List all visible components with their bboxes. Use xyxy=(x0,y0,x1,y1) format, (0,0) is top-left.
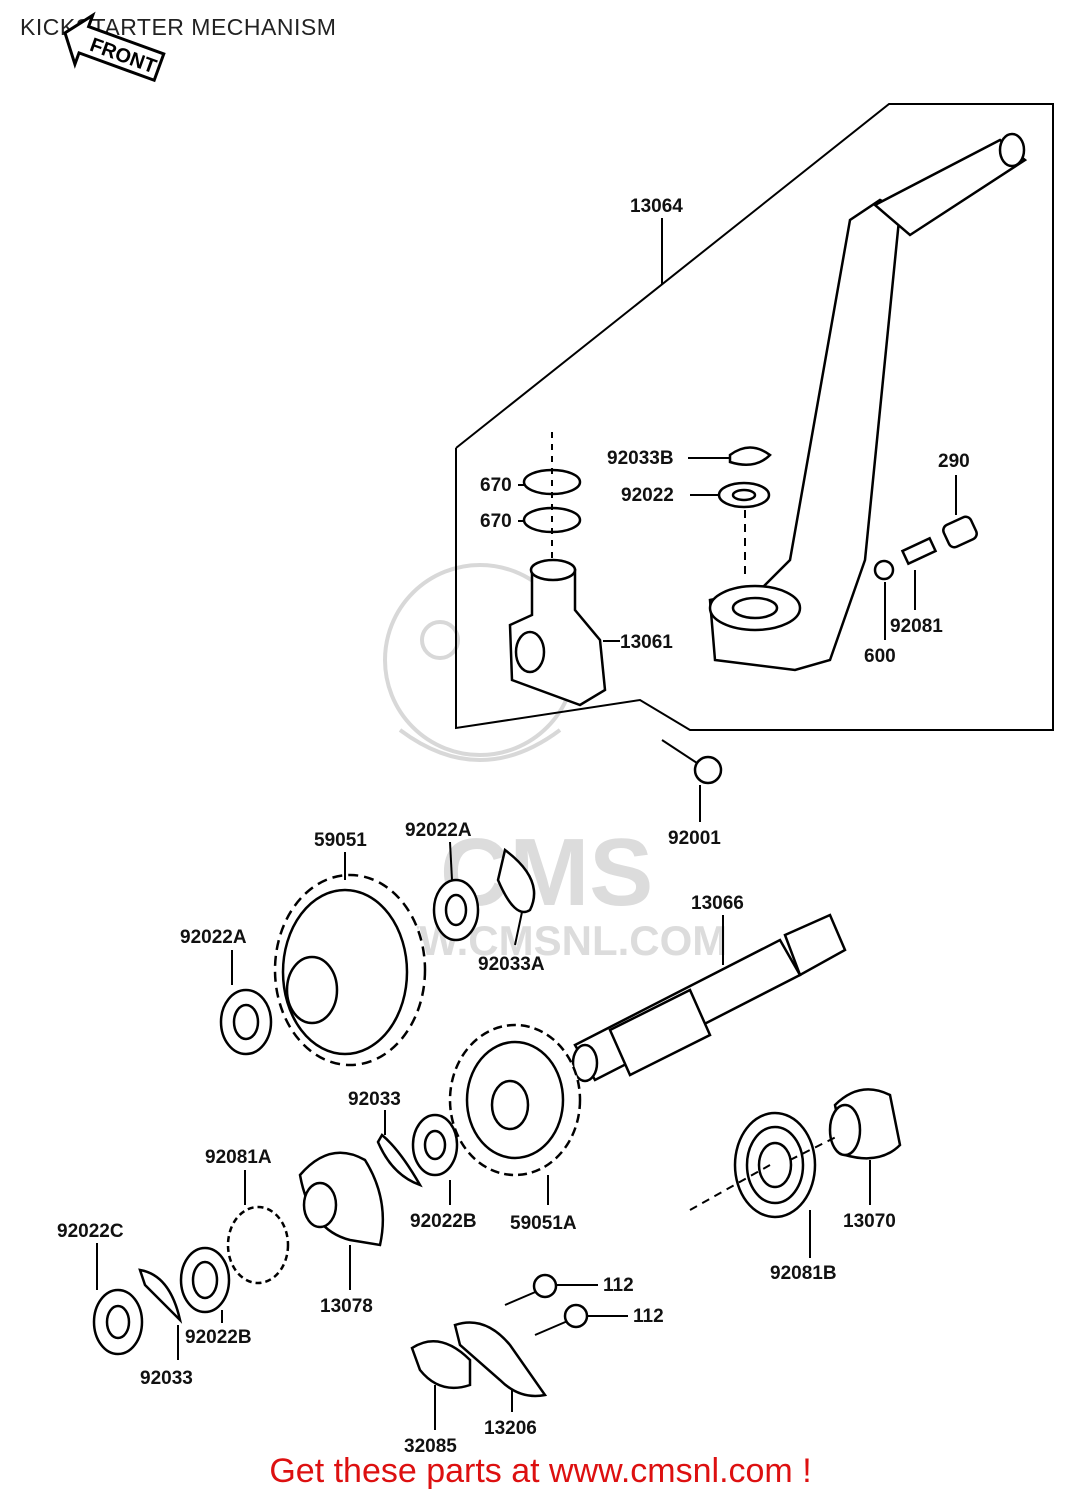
spring-92081 xyxy=(900,536,938,566)
label-92001: 92001 xyxy=(668,828,721,849)
label-112-upper: 112 xyxy=(603,1275,634,1296)
label-59051: 59051 xyxy=(314,830,367,851)
label-13078: 13078 xyxy=(320,1296,373,1317)
label-92022B-low: 92022B xyxy=(185,1327,252,1348)
leader-lines xyxy=(96,218,957,1430)
spring-92081B xyxy=(733,1111,817,1219)
label-92033B: 92033B xyxy=(607,448,674,469)
kick-shaft-end xyxy=(571,1043,599,1083)
circlip-92033B xyxy=(728,446,772,467)
gear-59051-hub xyxy=(285,955,339,1025)
kick-pedal-group-outline xyxy=(455,103,1054,731)
part-labels: 13064 92033B 92022 290 670 670 13061 920… xyxy=(57,196,970,1457)
ratchet-spline xyxy=(302,1181,338,1229)
label-92081A: 92081A xyxy=(205,1147,272,1168)
washer-92022C-hole xyxy=(105,1304,131,1340)
ball-600 xyxy=(873,559,895,581)
label-92022: 92022 xyxy=(621,485,674,506)
kick-shaft-13066 xyxy=(571,913,847,1083)
label-670-upper: 670 xyxy=(480,475,512,496)
washer-92022-hole xyxy=(731,488,757,502)
washer-92022A-top-hole xyxy=(444,893,468,927)
label-600: 600 xyxy=(864,646,896,667)
kick-shaft-splines xyxy=(608,988,712,1077)
label-92022C: 92022C xyxy=(57,1221,124,1242)
front-arrow: FRONT xyxy=(63,11,166,83)
label-92022A-top: 92022A xyxy=(405,820,472,841)
spring-guide-13070 xyxy=(828,1088,902,1160)
spring-92081A xyxy=(226,1205,290,1285)
watermark-mascot-mouth xyxy=(398,728,562,762)
label-59051A: 59051A xyxy=(510,1213,577,1234)
gear-59051 xyxy=(273,873,427,1067)
kick-pedal-grip xyxy=(872,138,1028,237)
circlip-92033A xyxy=(496,847,536,914)
label-290: 290 xyxy=(938,451,970,472)
label-92022A-left: 92022A xyxy=(180,927,247,948)
circlip-92033-low xyxy=(138,1268,183,1324)
kick-pedal-bore xyxy=(731,596,779,620)
circlip-92033-mid xyxy=(376,1133,423,1188)
label-92081: 92081 xyxy=(890,616,943,637)
label-92081B: 92081B xyxy=(770,1263,837,1284)
pedal-small-parts xyxy=(522,446,978,581)
label-112-lower: 112 xyxy=(633,1306,664,1327)
cap-290 xyxy=(942,515,978,549)
kick-shaft-lever-top xyxy=(529,558,577,582)
kick-shaft-lever-spline xyxy=(514,630,546,674)
label-92022B-mid: 92022B xyxy=(410,1211,477,1232)
kick-pedal-arm xyxy=(708,132,1028,672)
bolt-112-lower xyxy=(534,1303,589,1336)
gear-59051A-hub xyxy=(490,1079,530,1131)
label-670-lower: 670 xyxy=(480,511,512,532)
bolt-92001 xyxy=(661,739,723,785)
label-32085: 32085 xyxy=(404,1436,457,1457)
washer-92022B-low-hole xyxy=(191,1260,219,1300)
ratchet-13078 xyxy=(298,1151,385,1247)
label-92033A: 92033A xyxy=(478,954,545,975)
label-13066: 13066 xyxy=(691,893,744,914)
kick-pedal-grip-end xyxy=(998,132,1026,168)
spring-92081B-inner xyxy=(757,1141,793,1189)
label-13064: 13064 xyxy=(630,196,683,217)
washer-92022A-left-hole xyxy=(232,1003,260,1041)
label-92033-mid: 92033 xyxy=(348,1089,401,1110)
gear-59051A xyxy=(448,1023,582,1177)
label-13070: 13070 xyxy=(843,1211,896,1232)
label-13206: 13206 xyxy=(484,1418,537,1439)
spring-guide-bore xyxy=(828,1103,862,1157)
watermark-mascot-eye xyxy=(420,620,460,660)
plate-32085 xyxy=(410,1340,472,1390)
footer-link[interactable]: Get these parts at www.cmsnl.com ! xyxy=(269,1452,812,1490)
label-92033-low: 92033 xyxy=(140,1368,193,1389)
washer-92022B-mid-hole xyxy=(423,1129,447,1161)
label-13061: 13061 xyxy=(620,632,673,653)
kick-shaft-tip-splines xyxy=(783,913,847,977)
kick-shaft-lever xyxy=(508,558,607,707)
front-arrow-shape xyxy=(63,11,166,83)
plate-13206 xyxy=(453,1321,548,1398)
bolt-112-upper xyxy=(504,1273,558,1306)
